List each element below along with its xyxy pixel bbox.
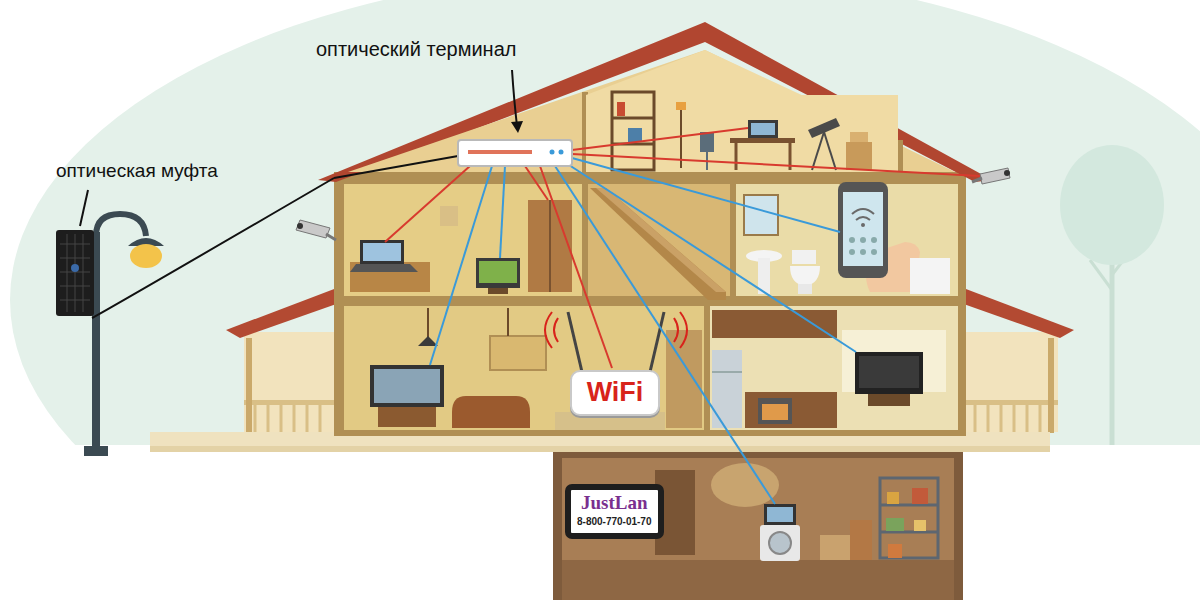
- street-lamp: [84, 214, 164, 456]
- callout-label: оптическая муфта: [56, 160, 218, 182]
- optical-coupling: [56, 230, 94, 316]
- bathroom: [744, 182, 950, 294]
- porch-right: [958, 286, 1074, 433]
- living-room: [370, 308, 665, 430]
- optical-terminal: [458, 140, 572, 166]
- wifi-router: WiFi: [570, 370, 660, 416]
- node-title: JustLan: [577, 493, 652, 514]
- kitchen: [666, 310, 946, 428]
- network-cables: [385, 128, 980, 504]
- callout-label: оптический терминал: [316, 38, 516, 61]
- basement: [553, 452, 963, 600]
- bedroom: [350, 200, 572, 294]
- staircase: [590, 188, 726, 300]
- router-antennas: [545, 312, 687, 372]
- security-cameras: [296, 168, 1010, 240]
- node-text: 8-800-770-01-70: [577, 516, 652, 528]
- house-walls: [334, 172, 966, 436]
- node-title: WiFi: [584, 377, 646, 408]
- tree: [1060, 145, 1164, 445]
- leader-lines: [80, 70, 523, 226]
- tablet-screen: JustLan 8-800-770-01-70: [565, 484, 664, 539]
- porch-left: [226, 286, 342, 433]
